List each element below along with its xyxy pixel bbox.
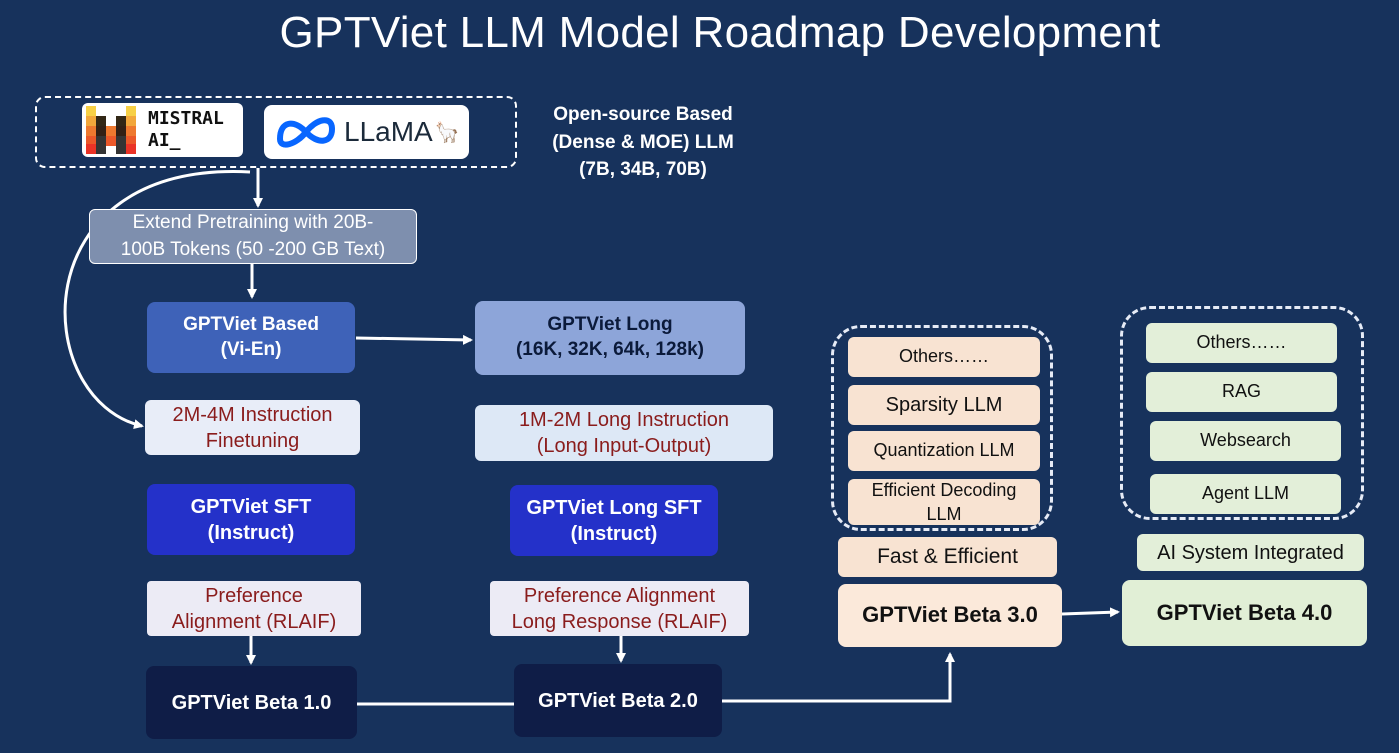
- long-line1: GPTViet Long: [547, 314, 673, 336]
- gptviet-beta4-box: GPTViet Beta 4.0: [1122, 580, 1367, 646]
- decoding-line2: LLM: [926, 504, 962, 524]
- instr-line1: 2M-4M Instruction: [172, 403, 333, 426]
- page-title: GPTViet LLM Model Roadmap Development: [279, 8, 1161, 57]
- efficiency-item-quantization: Quantization LLM: [848, 431, 1040, 471]
- open-source-label: Open-source Based (Dense & MOE) LLM (7B,…: [530, 101, 756, 184]
- beta1-label: GPTViet Beta 1.0: [171, 691, 332, 714]
- mistral-line1: MISTRAL: [148, 108, 224, 130]
- mistral-logo: MISTRAL AI_: [82, 103, 243, 157]
- system-item-others-label: Others……: [1196, 332, 1287, 353]
- system-group-container: [1120, 306, 1364, 520]
- efficiency-item-sparsity-label: Sparsity LLM: [885, 394, 1003, 416]
- system-item-websearch-label: Websearch: [1200, 430, 1291, 451]
- system-item-agent: Agent LLM: [1150, 474, 1341, 514]
- preference-alignment-box: Preference Alignment (RLAIF): [147, 581, 361, 636]
- mistral-mark-icon: [86, 106, 136, 154]
- efficiency-item-decoding: Efficient Decoding LLM: [848, 479, 1040, 525]
- gptviet-sft-box: GPTViet SFT (Instruct): [147, 484, 355, 555]
- based-line2: (Vi-En): [220, 338, 282, 360]
- extend-line2: 100B Tokens (50 -200 GB Text): [120, 238, 386, 260]
- extend-pretraining-box: Extend Pretraining with 20B- 100B Tokens…: [89, 209, 417, 264]
- llama-label: LLaMA: [344, 116, 433, 147]
- long-pref-line1: Preference Alignment: [523, 584, 716, 607]
- decoding-line1: Efficient Decoding: [871, 479, 1017, 500]
- ai-system-label-box: AI System Integrated: [1137, 534, 1364, 571]
- gptviet-based-box: GPTViet Based (Vi-En): [147, 302, 355, 373]
- system-item-rag-label: RAG: [1221, 381, 1261, 402]
- long-pref-line2: Long Response (RLAIF): [511, 610, 728, 633]
- long-sft-line2: (Instruct): [570, 522, 658, 545]
- open-source-line2: (Dense & MOE) LLM: [552, 131, 734, 153]
- sft-line2: (Instruct): [207, 521, 295, 544]
- llama-logo: LLaMA 🦙: [264, 105, 469, 159]
- efficiency-item-others-label: Others……: [898, 346, 990, 367]
- system-item-others: Others……: [1146, 323, 1337, 363]
- extend-line1: Extend Pretraining with 20B-: [132, 211, 374, 233]
- pref-line1: Preference: [205, 584, 303, 607]
- efficiency-item-sparsity: Sparsity LLM: [848, 385, 1040, 425]
- llama-animal-icon: 🦙: [434, 121, 460, 144]
- base-models-container: [35, 96, 517, 168]
- system-item-rag: RAG: [1146, 372, 1337, 412]
- gptviet-long-box: GPTViet Long (16K, 32K, 64k, 128k): [475, 301, 745, 375]
- long-preference-alignment-box: Preference Alignment Long Response (RLAI…: [490, 581, 749, 636]
- system-item-agent-label: Agent LLM: [1201, 483, 1290, 504]
- sft-line1: GPTViet SFT: [190, 495, 312, 518]
- beta3-label: GPTViet Beta 3.0: [862, 602, 1038, 628]
- efficiency-item-others: Others……: [848, 337, 1040, 377]
- long-instr-line1: 1M-2M Long Instruction: [518, 409, 730, 431]
- gptviet-beta2-box: GPTViet Beta 2.0: [514, 664, 722, 737]
- long-instruction-box: 1M-2M Long Instruction (Long Input-Outpu…: [475, 405, 773, 461]
- gptviet-beta3-box: GPTViet Beta 3.0: [838, 584, 1062, 647]
- long-sft-line1: GPTViet Long SFT: [526, 496, 702, 519]
- instr-line2: Finetuning: [205, 429, 300, 452]
- fast-efficient-label-box: Fast & Efficient: [838, 537, 1057, 577]
- beta2-label: GPTViet Beta 2.0: [538, 689, 698, 712]
- based-line1: GPTViet Based: [183, 313, 319, 335]
- long-instr-line2: (Long Input-Output): [536, 435, 712, 457]
- beta4-label: GPTViet Beta 4.0: [1156, 599, 1333, 625]
- open-source-line1: Open-source Based: [553, 104, 733, 125]
- pref-line2: Alignment (RLAIF): [171, 610, 337, 633]
- fast-efficient-label: Fast & Efficient: [877, 545, 1018, 569]
- efficiency-item-quantization-label: Quantization LLM: [873, 440, 1015, 461]
- long-line2: (16K, 32K, 64k, 128k): [515, 339, 704, 360]
- open-source-line3: (7B, 34B, 70B): [579, 159, 707, 181]
- instruction-finetuning-box: 2M-4M Instruction Finetuning: [145, 400, 360, 455]
- meta-infinity-icon: [276, 117, 336, 148]
- system-item-websearch: Websearch: [1150, 421, 1341, 461]
- ai-system-label: AI System Integrated: [1157, 541, 1344, 564]
- gptviet-beta1-box: GPTViet Beta 1.0: [146, 666, 357, 739]
- mistral-line2: AI_: [148, 130, 181, 151]
- gptviet-long-sft-box: GPTViet Long SFT (Instruct): [510, 485, 718, 556]
- efficiency-group-container: [831, 325, 1053, 531]
